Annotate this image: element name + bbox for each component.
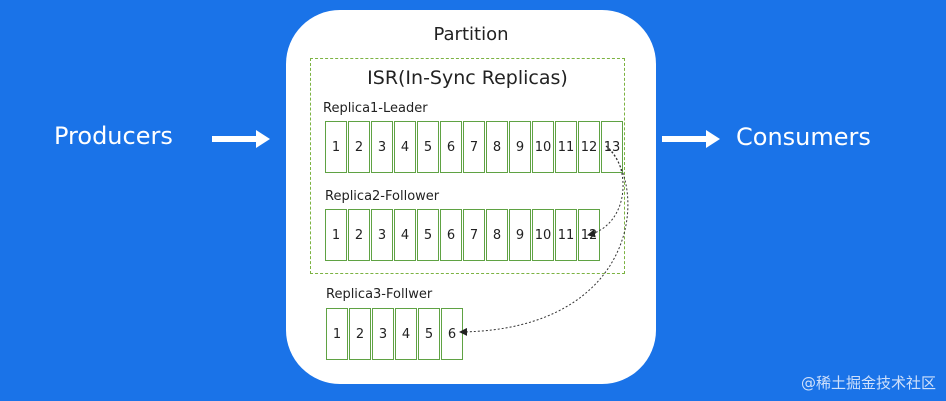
log-cell: 6 xyxy=(440,209,462,261)
replicate-to-replica2-arrow xyxy=(587,145,624,238)
log-cell: 12 xyxy=(578,121,600,173)
partition-title: Partition xyxy=(433,24,509,45)
log-cell: 8 xyxy=(486,121,508,173)
log-cell: 5 xyxy=(417,121,439,173)
log-cell: 11 xyxy=(555,209,577,261)
log-cell: 7 xyxy=(463,121,485,173)
log-cell: 1 xyxy=(325,121,347,173)
replica1-label: Replica1-Leader xyxy=(323,101,428,116)
partition-box: Partition ISR(In-Sync Replicas) Replica1… xyxy=(286,10,656,384)
log-cell: 4 xyxy=(394,209,416,261)
consumers-arrow xyxy=(662,130,720,148)
consumers-label: Consumers xyxy=(736,123,871,151)
producers-arrow xyxy=(212,130,270,148)
log-cell: 2 xyxy=(348,121,370,173)
log-cell: 9 xyxy=(509,209,531,261)
log-cell: 3 xyxy=(372,308,394,360)
log-cell: 1 xyxy=(326,308,348,360)
watermark: @稀土掘金技术社区 xyxy=(800,374,936,392)
log-cell: 5 xyxy=(418,308,440,360)
log-cell: 4 xyxy=(395,308,417,360)
log-cell: 5 xyxy=(417,209,439,261)
replicate-to-replica3-arrow xyxy=(459,145,629,336)
log-cell: 2 xyxy=(349,308,371,360)
log-cell: 9 xyxy=(509,121,531,173)
log-cell: 3 xyxy=(371,209,393,261)
log-cell: 13 xyxy=(601,121,623,173)
log-cell: 10 xyxy=(532,209,554,261)
isr-title: ISR(In-Sync Replicas) xyxy=(367,67,568,89)
log-cell: 3 xyxy=(371,121,393,173)
replica2-label: Replica2-Follower xyxy=(325,189,440,204)
log-cell: 2 xyxy=(348,209,370,261)
log-cell: 10 xyxy=(532,121,554,173)
log-cell: 6 xyxy=(440,121,462,173)
producers-label: Producers xyxy=(54,122,173,150)
log-cell: 8 xyxy=(486,209,508,261)
log-cell: 11 xyxy=(555,121,577,173)
log-cell: 4 xyxy=(394,121,416,173)
log-cell: 1 xyxy=(325,209,347,261)
replica3-label: Replica3-Follwer xyxy=(326,287,433,302)
log-cell: 7 xyxy=(463,209,485,261)
